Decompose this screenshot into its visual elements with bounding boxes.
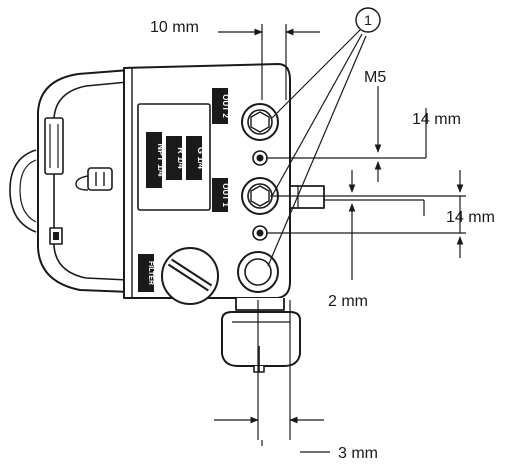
device-body [9,63,325,373]
plate-text-r: R 1/4 [176,147,186,169]
left-bulge [9,149,37,233]
top-width-label: 10 mm [150,19,199,36]
supply-port [237,251,279,293]
dimension-lines [214,24,466,453]
port-label-out2 [212,88,228,124]
upper-spacing-label: 14 mm [412,111,461,128]
thread-label: M5 [364,69,386,86]
callout-leader-1 [271,29,361,119]
callout-leader-2 [271,33,363,197]
lower-spacing-label: 14 mm [446,209,495,226]
offset-label: 2 mm [328,293,368,310]
left-bulge-inner [19,159,37,223]
label-plate-line-1 [146,132,162,188]
label-plate-line-3 [186,136,202,180]
plate-text-npt: NPT 1/4 [156,143,166,176]
port-out2-text: OUT 2 [221,94,230,118]
filter-text: FILTER [147,261,154,285]
left-housing [37,69,131,293]
port-label-out1 [212,178,228,212]
plate-text-g: G 1/4 [196,147,206,169]
left-housing-inner [53,81,129,281]
m5-port-upper [252,150,268,166]
filter-knob [161,247,219,305]
callout-leader-3 [267,35,367,267]
port-label-filter [138,254,154,292]
housing-knob [87,167,113,191]
m5-port-lower [252,225,268,241]
callout-number: 1 [364,12,372,28]
bottom-boss [235,298,285,311]
port-out1-text: OUT 1 [221,183,230,207]
label-plate-line-2 [166,136,182,180]
bottom-width-label: 3 mm [338,445,378,462]
housing-slot [44,117,64,175]
port-out2 [241,103,279,141]
right-stub [289,185,325,209]
bottom-cap [221,311,301,367]
callout-bubble: 1 [355,7,381,33]
